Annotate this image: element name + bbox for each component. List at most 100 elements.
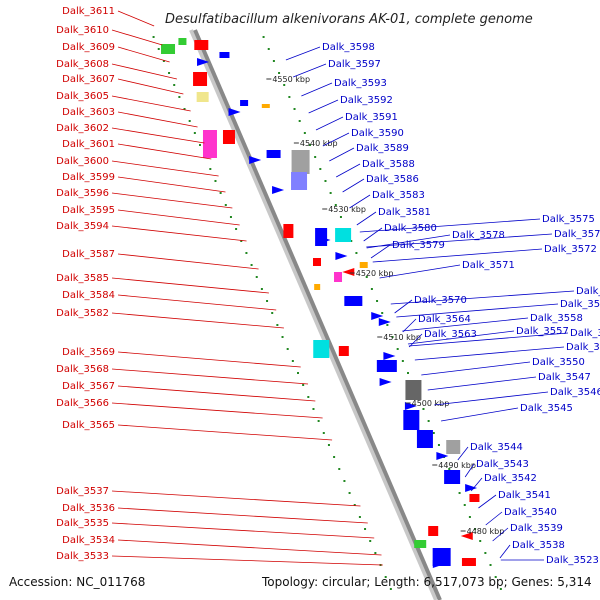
gene-block	[428, 526, 439, 536]
right-tick-dot	[376, 300, 379, 302]
gene-arrow	[432, 560, 445, 568]
left-label-leader	[111, 277, 269, 294]
right-gene-label: Dalk_3578	[452, 230, 505, 241]
right-tick-dot	[309, 144, 311, 146]
left-tick-dot	[178, 96, 181, 98]
right-gene-label: Dalk_3550	[532, 357, 585, 368]
right-tick-dot	[407, 372, 409, 374]
gene-arrow	[371, 312, 384, 320]
right-tick-dot	[499, 588, 502, 590]
right-tick-dot	[319, 168, 322, 170]
gene-arrow	[383, 352, 396, 360]
right-gene-label: Dalk_3540	[504, 507, 557, 518]
gene-block	[291, 150, 310, 174]
left-gene-label: Dalk_3609	[62, 42, 115, 53]
right-gene-label: Dalk_3598	[322, 42, 375, 53]
left-gene-label: Dalk_3601	[62, 139, 115, 150]
gene-block	[469, 494, 480, 502]
right-tick-dot	[494, 576, 497, 578]
left-tick-dot	[374, 552, 377, 554]
left-gene-label: Dalk_3537	[56, 486, 109, 497]
left-label-leader	[111, 160, 219, 177]
left-gene-label: Dalk_3596	[56, 188, 109, 199]
left-gene-labels: Dalk_3611Dalk_3610Dalk_3609Dalk_3608Dalk…	[56, 6, 383, 566]
right-gene-label: Dalk_3588	[362, 159, 415, 170]
right-tick-dot	[427, 420, 430, 422]
left-tick-dot	[364, 528, 367, 530]
left-label-leader	[117, 143, 212, 160]
right-gene-label: Dalk_3593	[334, 78, 387, 89]
left-label-leader	[117, 294, 277, 311]
right-label-leader	[285, 46, 321, 61]
left-label-leader	[117, 539, 382, 556]
right-label-leader	[370, 244, 391, 259]
left-gene-label: Dalk_3565	[62, 420, 115, 431]
left-tick-dot	[358, 516, 361, 518]
left-tick-dot	[199, 144, 201, 146]
gene-block	[202, 130, 217, 158]
right-label-leader	[434, 391, 549, 406]
left-tick-dot	[307, 396, 310, 398]
right-label-leader	[427, 376, 537, 391]
gene-arrow	[335, 252, 348, 260]
left-tick-dot	[317, 420, 320, 422]
left-tick-dot	[255, 276, 258, 278]
kbp-mark-label: 4520 kbp	[356, 269, 394, 278]
right-label-leader	[349, 194, 371, 209]
gene-block	[461, 558, 476, 566]
left-gene-label: Dalk_3607	[62, 74, 115, 85]
gene-block	[444, 470, 461, 484]
right-tick-dot	[355, 252, 358, 254]
right-tick-dot	[401, 360, 404, 362]
left-tick-dot	[302, 384, 305, 386]
left-tick-dot	[193, 132, 196, 134]
gene-block	[446, 440, 461, 454]
right-label-leader	[407, 330, 515, 345]
gene-arrow	[272, 186, 285, 194]
right-label-leader	[379, 264, 461, 279]
right-label-leader	[457, 446, 469, 461]
gene-features	[161, 38, 480, 568]
left-gene-label: Dalk_3605	[56, 91, 109, 102]
left-label-leader	[117, 176, 226, 193]
right-label-leader	[356, 211, 377, 226]
right-tick-dot	[422, 408, 425, 410]
right-label-leader	[396, 303, 559, 318]
gene-block	[335, 228, 352, 242]
right-gene-label: Dalk_3583	[372, 190, 425, 201]
right-label-leader	[485, 511, 503, 526]
right-label-leader	[421, 361, 531, 376]
left-label-leader	[117, 10, 155, 27]
right-tick-dot	[365, 276, 368, 278]
right-gene-label: Dalk_3542	[484, 473, 537, 484]
gene-block	[161, 44, 176, 54]
right-tick-dot	[432, 432, 435, 434]
left-tick-dot	[322, 432, 325, 434]
left-tick-dot	[384, 576, 387, 578]
left-tick-dot	[168, 72, 171, 74]
genome-backbone	[193, 29, 442, 600]
left-gene-label: Dalk_3566	[56, 398, 109, 409]
right-tick-dot	[370, 288, 373, 290]
genome-summary-text: Topology: circular; Length: 6,517,073 bp…	[261, 575, 592, 589]
right-gene-label: Dalk_3557	[516, 326, 569, 337]
kbp-mark-label: 4480 kbp	[467, 527, 505, 536]
left-tick-dot	[214, 180, 217, 182]
gene-block	[334, 272, 343, 282]
left-label-leader	[117, 209, 240, 226]
right-tick-dot	[479, 540, 482, 542]
gene-block	[313, 340, 330, 358]
left-tick-dot	[281, 336, 284, 338]
accession-text: Accession: NC_011768	[9, 575, 145, 589]
left-gene-label: Dalk_3569	[62, 347, 115, 358]
right-label-leader	[366, 233, 553, 248]
left-tick-dot	[297, 372, 299, 374]
gene-arrow	[404, 402, 417, 410]
gene-block	[313, 258, 321, 266]
right-gene-label: Dalk_3590	[351, 128, 404, 139]
right-tick-dot	[272, 60, 275, 62]
gene-block	[266, 150, 281, 158]
right-gene-label: Dalk_3597	[328, 59, 381, 70]
left-tick-dot	[162, 60, 165, 62]
right-gene-label: Dalk_3541	[498, 490, 551, 501]
